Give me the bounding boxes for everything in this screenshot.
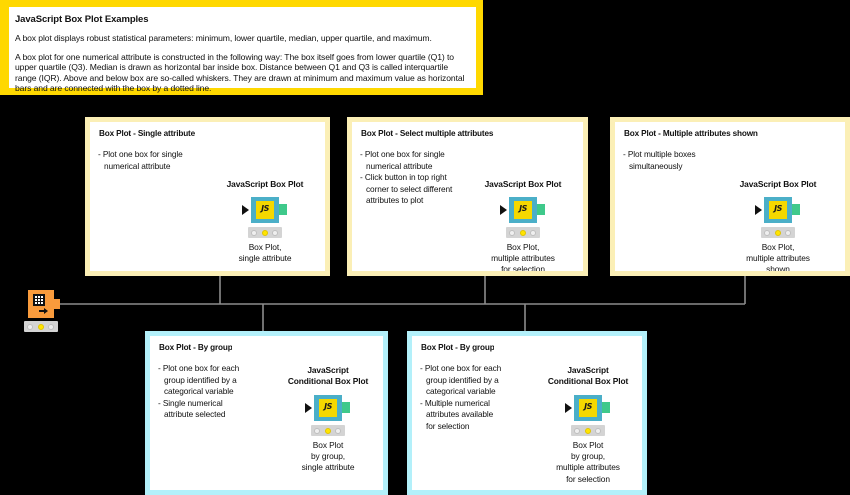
node-title: JavaScript Box Plot <box>484 179 562 189</box>
node-output-port[interactable] <box>279 204 287 215</box>
node-subtitle: Box Plot, single attribute <box>238 242 292 264</box>
group-title-multiple-attributes-shown: Box Plot - Multiple attributes shown <box>624 129 758 138</box>
node-status-indicator <box>311 425 345 436</box>
status-light-green <box>272 229 278 236</box>
status-light-yellow <box>584 427 591 434</box>
node-title: JavaScript Box Plot <box>739 179 817 189</box>
node-output-port[interactable] <box>602 402 610 413</box>
node-javascript-box-plot-multiple-selection[interactable]: JavaScript Box Plot JS Box Plot, multipl… <box>478 179 568 271</box>
workflow-description-annotation[interactable]: JavaScript Box Plot Examples A box plot … <box>0 0 483 95</box>
arrow-right-icon <box>39 307 48 314</box>
javascript-node-icon: JS <box>769 201 787 219</box>
status-light-green <box>785 229 791 236</box>
bullet-item: - Plot multiple boxes simultaneously <box>623 149 696 171</box>
node-body[interactable]: JS <box>764 197 792 223</box>
group-bullets-single-attribute: - Plot one box for single numerical attr… <box>98 149 233 172</box>
node-output-port[interactable] <box>537 204 545 215</box>
node-title: JavaScript Conditional Box Plot <box>287 365 369 386</box>
node-input-port[interactable] <box>305 403 312 413</box>
status-light-green <box>530 229 536 236</box>
group-bullets-select-multiple-attributes: - Plot one box for single numerical attr… <box>360 149 495 207</box>
status-light-yellow <box>519 229 526 236</box>
bullet-item: - Plot one box for each group identified… <box>158 363 240 397</box>
status-light-red <box>251 229 257 236</box>
node-output-port[interactable] <box>342 402 350 413</box>
status-light-yellow <box>324 427 331 434</box>
node-body[interactable]: JS <box>251 197 279 223</box>
source-output-port[interactable] <box>54 299 60 309</box>
source-status-indicator <box>24 321 58 332</box>
node-body[interactable]: JS <box>314 395 342 421</box>
annotation-group-select-multiple-attributes[interactable]: Box Plot - Select multiple attributes - … <box>347 117 588 276</box>
status-light-red <box>509 229 515 236</box>
bullet-item: - Multiple numerical attributes availabl… <box>420 397 494 431</box>
source-node-body[interactable] <box>28 290 54 318</box>
status-light-green <box>335 427 341 434</box>
node-javascript-box-plot-single[interactable]: JavaScript Box Plot JS Box Plot, single … <box>220 179 310 271</box>
node-input-port[interactable] <box>565 403 572 413</box>
group-bullets-by-group-multiple: - Plot one box for each group identified… <box>420 363 555 433</box>
bullet-item: - Click button in top right corner to se… <box>360 172 453 206</box>
status-light-red <box>574 427 580 434</box>
status-light-red <box>764 229 770 236</box>
node-title: JavaScript Conditional Box Plot <box>547 365 629 386</box>
status-light-yellow <box>261 229 268 236</box>
annotation-group-by-group-single[interactable]: Box Plot - By group - Plot one box for e… <box>145 331 388 495</box>
node-status-indicator <box>571 425 605 436</box>
status-light-yellow <box>774 229 781 236</box>
annotation-group-single-attribute[interactable]: Box Plot - Single attribute - Plot one b… <box>85 117 330 276</box>
javascript-node-icon: JS <box>579 399 597 417</box>
group-bullets-by-group-single: - Plot one box for each group identified… <box>158 363 293 421</box>
description-paragraph-1: A box plot displays robust statistical p… <box>15 33 432 43</box>
javascript-node-icon: JS <box>319 399 337 417</box>
node-subtitle: Box Plot by group, single attribute <box>301 440 355 473</box>
node-output-port[interactable] <box>792 204 800 215</box>
bullet-item: - Plot one box for single numerical attr… <box>98 149 183 171</box>
group-title-select-multiple-attributes: Box Plot - Select multiple attributes <box>361 129 494 138</box>
status-light-red <box>27 323 33 330</box>
group-title-by-group-multiple: Box Plot - By group <box>421 343 494 352</box>
description-paragraph-2: A box plot for one numerical attribute i… <box>15 51 465 94</box>
node-input-port[interactable] <box>500 205 507 215</box>
node-input-port[interactable] <box>242 205 249 215</box>
group-title-single-attribute: Box Plot - Single attribute <box>99 129 196 138</box>
bullet-item: - Plot one box for single numerical attr… <box>360 149 445 171</box>
status-light-green <box>48 323 54 330</box>
node-title: JavaScript Box Plot <box>226 179 304 189</box>
group-bullets-multiple-attributes-shown: - Plot multiple boxes simultaneously <box>623 149 758 172</box>
node-input-port[interactable] <box>755 205 762 215</box>
group-title-by-group-single: Box Plot - By group <box>159 343 232 352</box>
node-body[interactable]: JS <box>509 197 537 223</box>
description-title: JavaScript Box Plot Examples <box>15 14 149 25</box>
javascript-node-icon: JS <box>256 201 274 219</box>
node-javascript-conditional-box-plot-multiple[interactable]: JavaScript Conditional Box Plot JS Box P… <box>538 365 638 484</box>
node-subtitle: Box Plot by group, multiple attributes f… <box>556 440 620 484</box>
node-status-indicator <box>506 227 540 238</box>
node-status-indicator <box>248 227 282 238</box>
node-subtitle: Box Plot, multiple attributes for select… <box>491 242 555 275</box>
node-body[interactable]: JS <box>574 395 602 421</box>
status-light-green <box>595 427 601 434</box>
status-light-yellow <box>37 323 44 330</box>
table-grid-icon <box>33 294 45 306</box>
annotation-group-by-group-multiple[interactable]: Box Plot - By group - Plot one box for e… <box>407 331 647 495</box>
bullet-item: - Plot one box for each group identified… <box>420 363 502 397</box>
annotation-group-multiple-attributes-shown[interactable]: Box Plot - Multiple attributes shown - P… <box>610 117 850 276</box>
node-javascript-conditional-box-plot-single[interactable]: JavaScript Conditional Box Plot JS Box P… <box>278 365 378 475</box>
node-javascript-box-plot-multiple-shown[interactable]: JavaScript Box Plot JS Box Plot, multipl… <box>733 179 823 271</box>
node-subtitle: Box Plot, multiple attributes shown <box>746 242 810 275</box>
status-light-red <box>314 427 320 434</box>
node-status-indicator <box>761 227 795 238</box>
javascript-node-icon: JS <box>514 201 532 219</box>
bullet-item: - Single numerical attribute selected <box>158 397 226 420</box>
